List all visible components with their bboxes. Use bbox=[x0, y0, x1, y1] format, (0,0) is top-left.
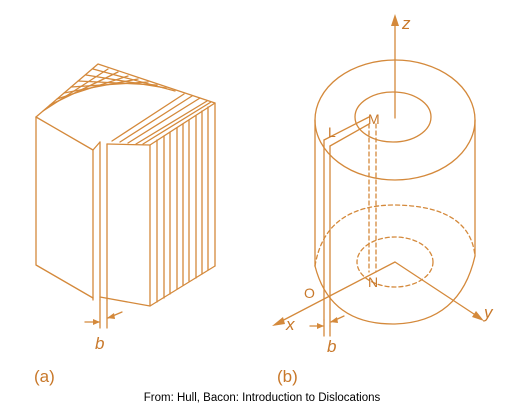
block-left-front-edge bbox=[35, 116, 94, 299]
z-axis-arrowhead bbox=[391, 14, 399, 26]
point-N-label: N bbox=[368, 274, 378, 290]
z-axis-label: z bbox=[401, 14, 411, 33]
top-face-lines bbox=[42, 68, 212, 145]
source-caption: From: Hull, Bacon: Introduction to Dislo… bbox=[144, 392, 381, 404]
burgers-label-a: b bbox=[95, 334, 104, 353]
x-axis-label: x bbox=[285, 315, 295, 334]
y-axis-arrowhead bbox=[472, 311, 484, 321]
burgers-label-b: b bbox=[327, 337, 336, 356]
figure-b-cylinder bbox=[272, 14, 484, 337]
figure-a-block: b bbox=[35, 63, 216, 353]
right-face-lines bbox=[156, 106, 209, 303]
point-L-label: L bbox=[328, 124, 336, 140]
point-M-label: M bbox=[368, 111, 380, 127]
figure-a-label: (a) bbox=[34, 367, 55, 386]
y-axis-label: y bbox=[483, 303, 494, 322]
x-axis-arrowhead bbox=[272, 317, 285, 326]
block-step-top bbox=[92, 141, 101, 151]
burgers-marker-a bbox=[84, 299, 123, 329]
cylinder-bottom-front bbox=[314, 255, 476, 325]
point-O-label: O bbox=[304, 285, 315, 301]
burgers-marker-b bbox=[309, 315, 345, 337]
block-top-outline bbox=[35, 63, 216, 146]
x-axis-line bbox=[275, 261, 396, 325]
y-axis-line bbox=[394, 261, 481, 319]
cut-line-top bbox=[323, 116, 370, 141]
figure-b-label: (b) bbox=[277, 367, 298, 386]
cut-line-top-2 bbox=[329, 123, 370, 147]
cylinder-inner-hole-top bbox=[354, 91, 432, 143]
cylinder-inner-hole-bottom bbox=[356, 236, 434, 288]
block-front-face-edge bbox=[35, 116, 94, 301]
cylinder-bottom-back bbox=[314, 204, 476, 267]
